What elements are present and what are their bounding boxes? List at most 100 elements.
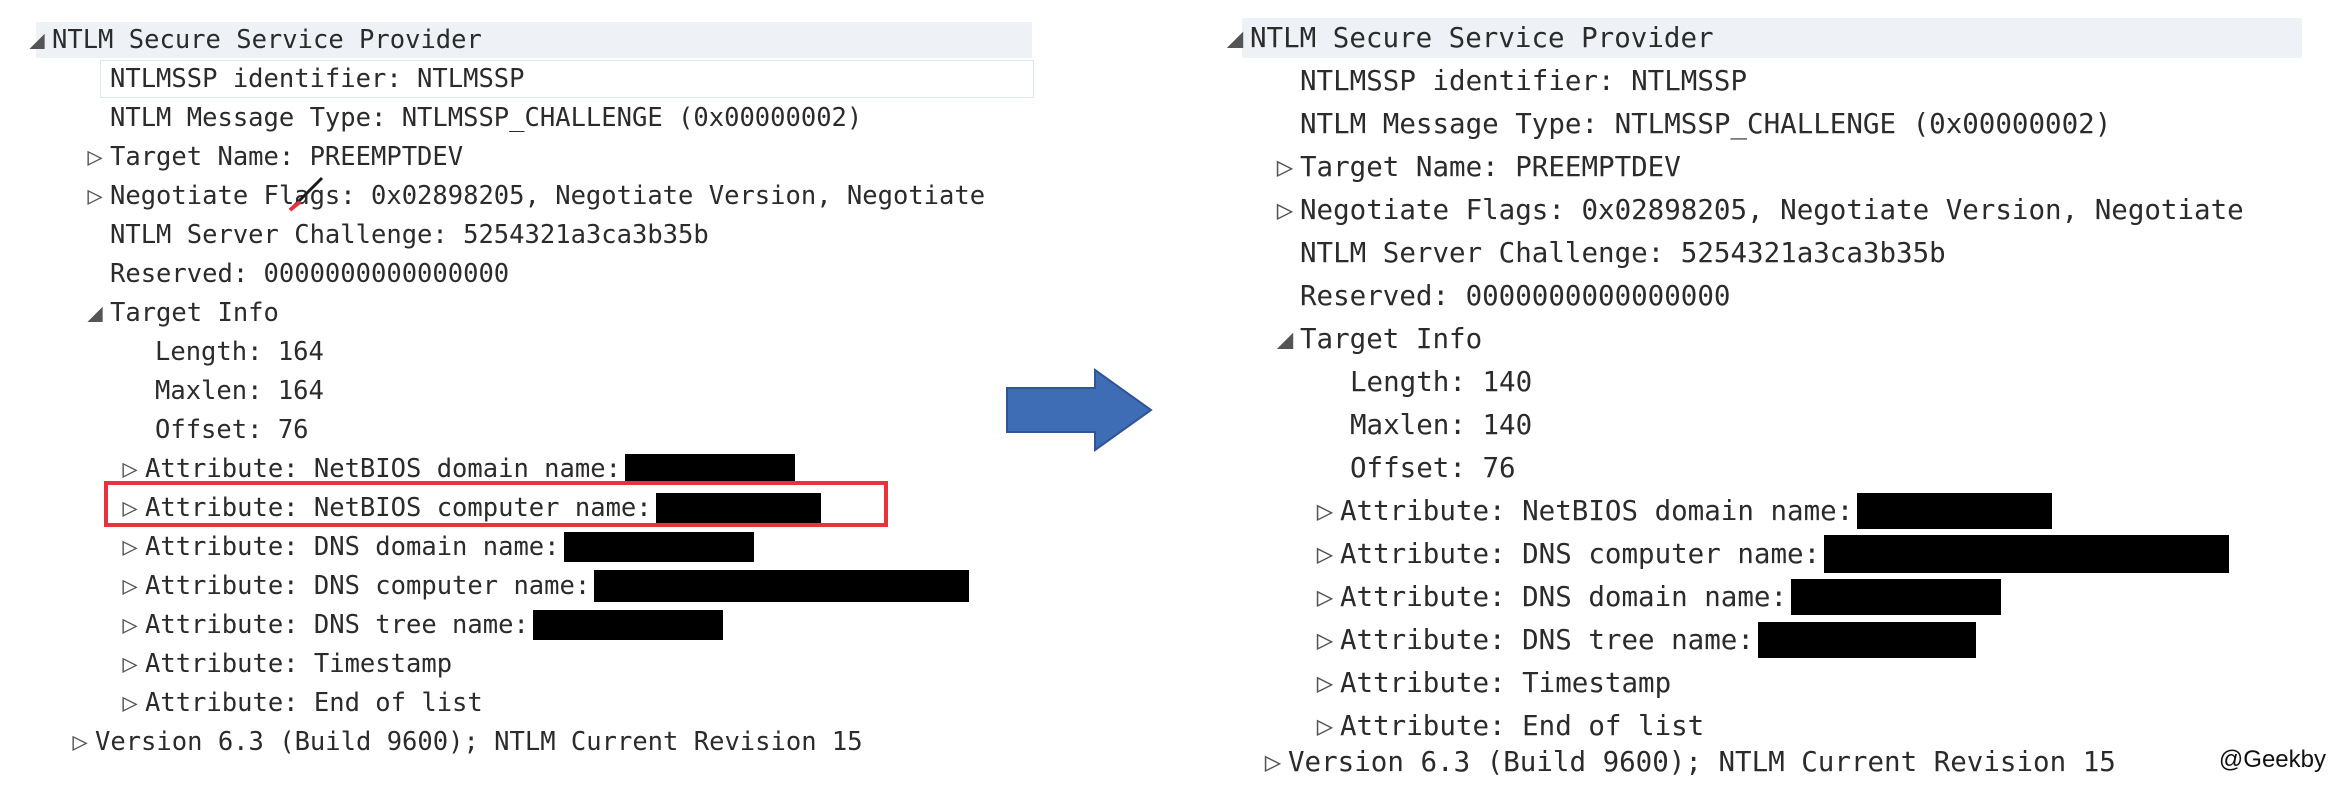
tree-row-ntlm-secure-service-provider[interactable]: ◢ NTLM Secure Service Provider	[22, 22, 482, 58]
tree-row-target-info[interactable]: ◢ Target Info	[80, 295, 279, 331]
tree-row-server-challenge[interactable]: NTLM Server Challenge: 5254321a3ca3b35b	[1270, 233, 1946, 273]
tree-row-label: NTLM Message Type: NTLMSSP_CHALLENGE (0x…	[110, 103, 863, 133]
tree-row-label: Attribute: End of list	[145, 688, 483, 718]
tree-row-reserved[interactable]: Reserved: 0000000000000000	[1270, 276, 1730, 316]
tree-row-offset[interactable]: Offset: 76	[125, 412, 309, 448]
expanded-triangle-icon[interactable]: ◢	[29, 25, 45, 55]
collapsed-triangle-icon[interactable]: ▷	[87, 142, 103, 172]
redaction-bar	[1824, 535, 2230, 573]
tree-row-dns-computer-name[interactable]: ▷ Attribute: DNS computer name:	[1310, 534, 2230, 574]
tree-row-timestamp[interactable]: ▷ Attribute: Timestamp	[115, 646, 452, 682]
tree-row-negotiate-flags[interactable]: ▷ Negotiate Flags: 0x02898205, Negotiate…	[80, 178, 985, 214]
tree-row-target-name[interactable]: ▷ Target Name: PREEMPTDEV	[80, 139, 463, 175]
expanded-triangle-icon[interactable]: ◢	[1276, 323, 1294, 355]
tree-row-server-challenge[interactable]: NTLM Server Challenge: 5254321a3ca3b35b	[80, 217, 709, 253]
tree-row-label: Attribute: DNS computer name:	[145, 571, 591, 601]
tree-row-label: NTLM Server Challenge: 5254321a3ca3b35b	[110, 220, 709, 250]
tree-row-label: Attribute: DNS computer name:	[1340, 538, 1821, 570]
left-packet-tree: ◢ NTLM Secure Service Provider NTLMSSP i…	[0, 0, 1040, 788]
red-highlight-box	[104, 481, 888, 527]
tree-row-target-name[interactable]: ▷ Target Name: PREEMPTDEV	[1270, 147, 1681, 187]
tree-row-ntlmssp-identifier[interactable]: NTLMSSP identifier: NTLMSSP	[80, 61, 525, 97]
tree-row-label: Attribute: NetBIOS computer name:	[145, 493, 652, 523]
collapsed-triangle-icon[interactable]: ▷	[1316, 710, 1334, 742]
tree-row-label: NTLM Message Type: NTLMSSP_CHALLENGE (0x…	[1300, 108, 2112, 140]
tree-row-label: Length: 140	[1350, 366, 1533, 398]
tree-row-end-of-list[interactable]: ▷ Attribute: End of list	[1310, 706, 1705, 746]
collapsed-triangle-icon[interactable]: ▷	[122, 532, 138, 562]
tree-row-end-of-list[interactable]: ▷ Attribute: End of list	[115, 685, 483, 721]
redaction-bar	[563, 532, 754, 562]
tree-row-label: Target Name: PREEMPTDEV	[110, 142, 464, 172]
pen-cursor-icon	[288, 176, 324, 212]
redaction-bar	[1791, 579, 2002, 615]
redaction-bar	[1857, 493, 2053, 529]
collapsed-triangle-icon[interactable]: ▷	[1316, 581, 1334, 613]
header-highlight	[36, 22, 1032, 58]
tree-row-label: Attribute: DNS domain name:	[145, 532, 560, 562]
tree-row-dns-domain-name[interactable]: ▷ Attribute: DNS domain name:	[115, 529, 754, 565]
tree-row-reserved[interactable]: Reserved: 0000000000000000	[80, 256, 509, 292]
collapsed-triangle-icon[interactable]: ▷	[1316, 667, 1334, 699]
collapsed-triangle-icon[interactable]: ▷	[122, 649, 138, 679]
collapsed-triangle-icon[interactable]: ▷	[87, 181, 103, 211]
expanded-triangle-icon[interactable]: ◢	[1226, 22, 1244, 54]
expanded-triangle-icon[interactable]: ◢	[87, 298, 103, 328]
tree-row-label: Version 6.3 (Build 9600); NTLM Current R…	[95, 727, 863, 757]
tree-row-dns-computer-name[interactable]: ▷ Attribute: DNS computer name:	[115, 568, 970, 604]
collapsed-triangle-icon[interactable]: ▷	[72, 727, 88, 757]
collapsed-triangle-icon[interactable]: ▷	[1264, 746, 1282, 778]
tree-row-length[interactable]: Length: 140	[1320, 362, 1532, 402]
collapsed-triangle-icon[interactable]: ▷	[1316, 538, 1334, 570]
tree-row-label: Negotiate Flags: 0x02898205, Negotiate V…	[110, 181, 986, 211]
tree-row-maxlen[interactable]: Maxlen: 164	[125, 373, 324, 409]
tree-row-label: Maxlen: 164	[155, 376, 324, 406]
tree-row-label: Attribute: Timestamp	[1340, 667, 1672, 699]
tree-row-netbios-domain-name[interactable]: ▷ Attribute: NetBIOS domain name:	[1310, 491, 2053, 531]
tree-row-dns-tree-name[interactable]: ▷ Attribute: DNS tree name:	[115, 607, 723, 643]
tree-row-length[interactable]: Length: 164	[125, 334, 324, 370]
collapsed-triangle-icon[interactable]: ▷	[1276, 151, 1294, 183]
tree-row-label: Reserved: 0000000000000000	[110, 259, 510, 289]
collapsed-triangle-icon[interactable]: ▷	[1316, 624, 1334, 656]
redaction-bar	[624, 454, 795, 484]
tree-row-dns-tree-name[interactable]: ▷ Attribute: DNS tree name:	[1310, 620, 1976, 660]
redaction-bar	[532, 610, 723, 640]
tree-row-label: Attribute: Timestamp	[145, 649, 453, 679]
right-packet-tree: ◢ NTLM Secure Service Provider NTLMSSP i…	[1190, 0, 2310, 788]
collapsed-triangle-icon[interactable]: ▷	[122, 610, 138, 640]
collapsed-triangle-icon[interactable]: ▷	[1276, 194, 1294, 226]
tree-row-target-info[interactable]: ◢ Target Info	[1270, 319, 1482, 359]
tree-row-netbios-domain-name[interactable]: ▷ Attribute: NetBIOS domain name:	[115, 451, 795, 487]
tree-row-timestamp[interactable]: ▷ Attribute: Timestamp	[1310, 663, 1671, 703]
right-arrow-icon	[1006, 368, 1153, 452]
collapsed-triangle-icon[interactable]: ▷	[1316, 495, 1334, 527]
tree-row-label: NTLM Secure Service Provider	[52, 25, 482, 55]
redaction-bar	[594, 570, 970, 602]
collapsed-triangle-icon[interactable]: ▷	[122, 571, 138, 601]
tree-row-label: Attribute: NetBIOS domain name:	[1340, 495, 1854, 527]
tree-row-message-type[interactable]: NTLM Message Type: NTLMSSP_CHALLENGE (0x…	[1270, 104, 2111, 144]
tree-row-offset[interactable]: Offset: 76	[1320, 448, 1516, 488]
tree-row-label: Attribute: NetBIOS domain name:	[145, 454, 621, 484]
tree-row-label: Reserved: 0000000000000000	[1300, 280, 1731, 312]
tree-row-label: Target Info	[110, 298, 279, 328]
collapsed-triangle-icon[interactable]: ▷	[122, 493, 138, 523]
tree-row-version[interactable]: ▷ Version 6.3 (Build 9600); NTLM Current…	[1258, 742, 2116, 782]
author-credit: @Geekby	[2218, 746, 2326, 773]
tree-row-label: NTLM Server Challenge: 5254321a3ca3b35b	[1300, 237, 1946, 269]
collapsed-triangle-icon[interactable]: ▷	[122, 454, 138, 484]
tree-row-label: Version 6.3 (Build 9600); NTLM Current R…	[1288, 746, 2116, 778]
tree-row-ntlmssp-identifier[interactable]: NTLMSSP identifier: NTLMSSP	[1270, 61, 1747, 101]
tree-row-version[interactable]: ▷ Version 6.3 (Build 9600); NTLM Current…	[65, 724, 863, 760]
tree-row-dns-domain-name[interactable]: ▷ Attribute: DNS domain name:	[1310, 577, 2002, 617]
tree-row-maxlen[interactable]: Maxlen: 140	[1320, 405, 1532, 445]
collapsed-triangle-icon[interactable]: ▷	[122, 688, 138, 718]
tree-row-message-type[interactable]: NTLM Message Type: NTLMSSP_CHALLENGE (0x…	[80, 100, 862, 136]
tree-row-label: NTLMSSP identifier: NTLMSSP	[110, 64, 525, 94]
tree-row-ntlm-secure-service-provider[interactable]: ◢ NTLM Secure Service Provider	[1220, 18, 1714, 58]
tree-row-label: Length: 164	[155, 337, 324, 367]
tree-row-negotiate-flags[interactable]: ▷ Negotiate Flags: 0x02898205, Negotiate…	[1270, 190, 2244, 230]
tree-row-netbios-computer-name[interactable]: ▷ Attribute: NetBIOS computer name:	[115, 490, 821, 526]
redaction-bar	[1757, 622, 1976, 658]
